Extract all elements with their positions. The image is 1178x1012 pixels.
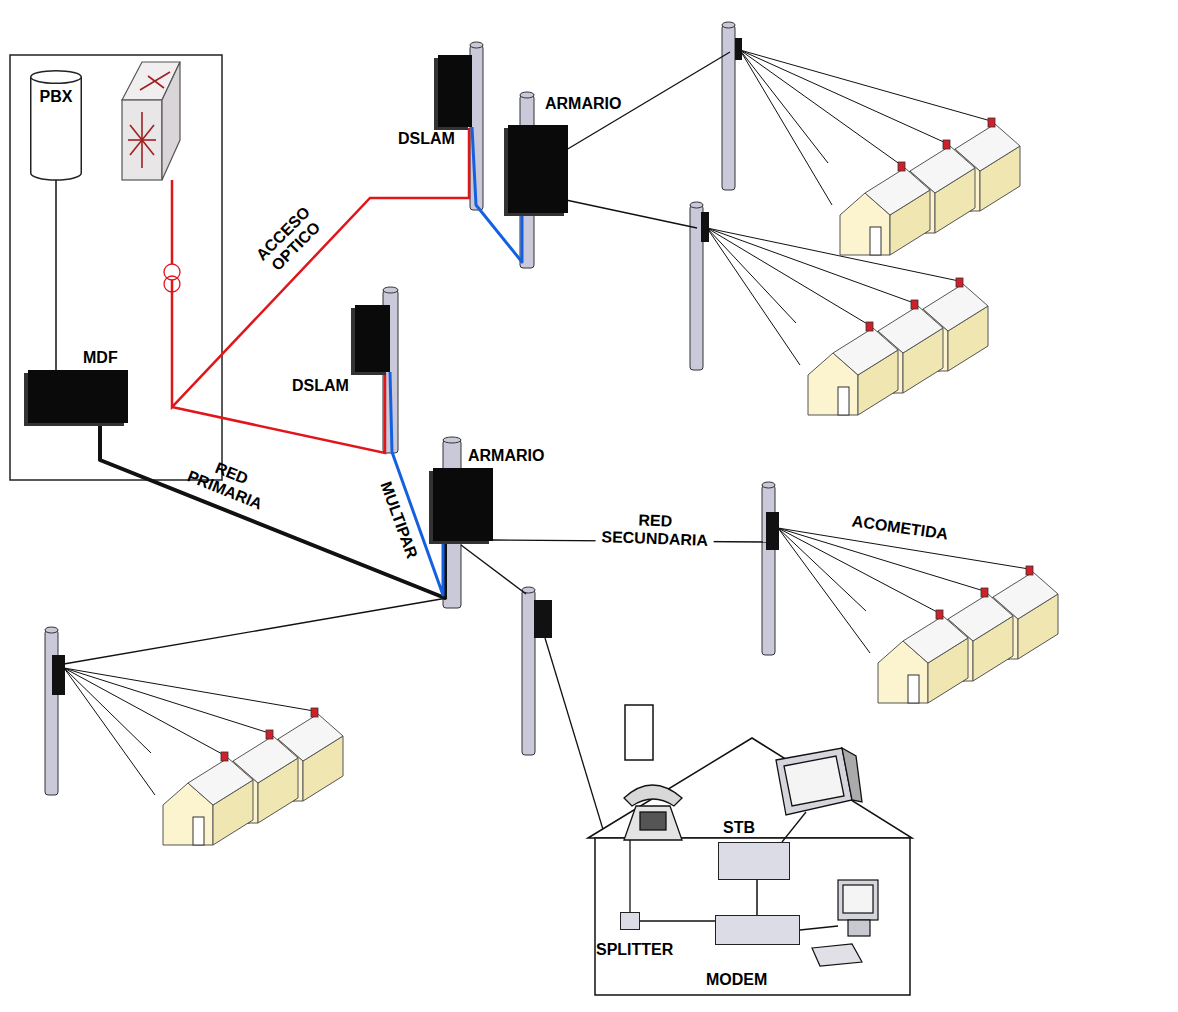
pole-boxes <box>52 38 779 695</box>
computer-icon <box>812 880 878 966</box>
node-label: STB <box>723 819 755 837</box>
mdf-box: MDF <box>28 370 128 423</box>
router-icon <box>122 62 180 180</box>
dslam-box: DSLAM <box>355 305 390 372</box>
cable-connector <box>640 920 715 922</box>
node-label: MODEM <box>706 971 767 989</box>
node-label: PBX <box>40 88 73 106</box>
house-group <box>778 528 1058 703</box>
splitter-box: SPLITTER <box>620 912 640 930</box>
dslam-box: DSLAM <box>438 55 472 127</box>
subscriber-house <box>588 705 912 995</box>
house-groups <box>64 50 1058 845</box>
central-office <box>10 55 222 480</box>
house-group <box>64 668 343 845</box>
cable-label: RED PRIMARIA <box>175 446 281 518</box>
telephone-icon <box>624 785 682 840</box>
modem-box: MODEM <box>715 915 800 945</box>
network-label: RED SECUNDARIA <box>595 510 714 551</box>
stb-box: STB <box>718 842 790 880</box>
network-label: ACOMETIDA <box>847 512 953 545</box>
node-label: DSLAM <box>398 130 455 148</box>
utility-poles <box>45 22 775 795</box>
node-label: SPLITTER <box>596 941 673 959</box>
node-label: DSLAM <box>292 377 349 395</box>
house-group <box>707 228 988 415</box>
node-label: ARMARIO <box>545 95 621 113</box>
optical-coupler <box>164 264 180 292</box>
network-label: ACCESO OPTICO <box>245 195 335 285</box>
cabinet-box: ARMARIO <box>433 468 493 541</box>
optical-access <box>172 128 469 453</box>
cabinet-box: ARMARIO <box>508 125 568 213</box>
house-group <box>740 50 1020 255</box>
cable-connector <box>55 180 57 370</box>
pbx-cylinder: PBX <box>30 70 82 180</box>
cylinder-outline <box>30 70 82 180</box>
node-label: MDF <box>83 349 118 367</box>
copper-cables <box>58 52 767 912</box>
television-icon <box>776 748 862 815</box>
cable-connector <box>756 880 758 915</box>
node-label: ARMARIO <box>468 447 544 465</box>
home-wiring <box>630 812 838 930</box>
cable-label: MULTIPAR <box>373 472 423 568</box>
